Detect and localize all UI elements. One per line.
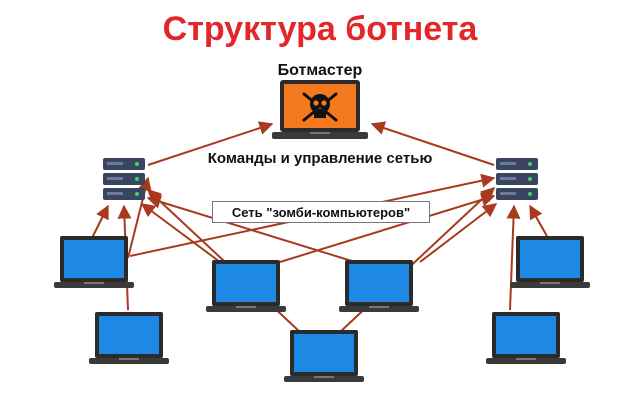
arrow-left-server-to-botmaster: [147, 121, 274, 166]
arrow-bot-a-to-left-server: [91, 204, 109, 239]
botmaster-label: Ботмастер: [277, 62, 363, 79]
arrow-bot-c-to-left-server: [140, 203, 221, 263]
command-control-label: Команды и управление сетью: [207, 150, 433, 167]
zombie-network-label: Сеть "зомби-компьютеров": [212, 201, 430, 223]
bot-laptop-icon: [54, 236, 134, 288]
left-server-icon: [103, 158, 145, 200]
arrow-right-server-to-botmaster: [370, 121, 495, 166]
bot-laptop-icon: [510, 236, 590, 288]
bot-laptop-icon: [339, 260, 419, 312]
page-title: Структура ботнета: [162, 10, 478, 48]
skull-crossbones-icon: [302, 92, 338, 122]
arrow-bot-g-to-right-server: [529, 204, 549, 239]
arrow-bot-j-to-right-server: [279, 193, 496, 263]
bot-laptop-icon: [284, 330, 364, 382]
botmaster-laptop: [272, 80, 368, 139]
arrow-bot-i-to-right-server: [419, 203, 498, 263]
arrow-bot-h-to-right-server: [506, 204, 521, 311]
bot-laptop-icon: [89, 312, 169, 364]
right-server-icon: [496, 158, 538, 200]
bot-laptop-icon: [206, 260, 286, 312]
bot-laptop-icon: [486, 312, 566, 364]
